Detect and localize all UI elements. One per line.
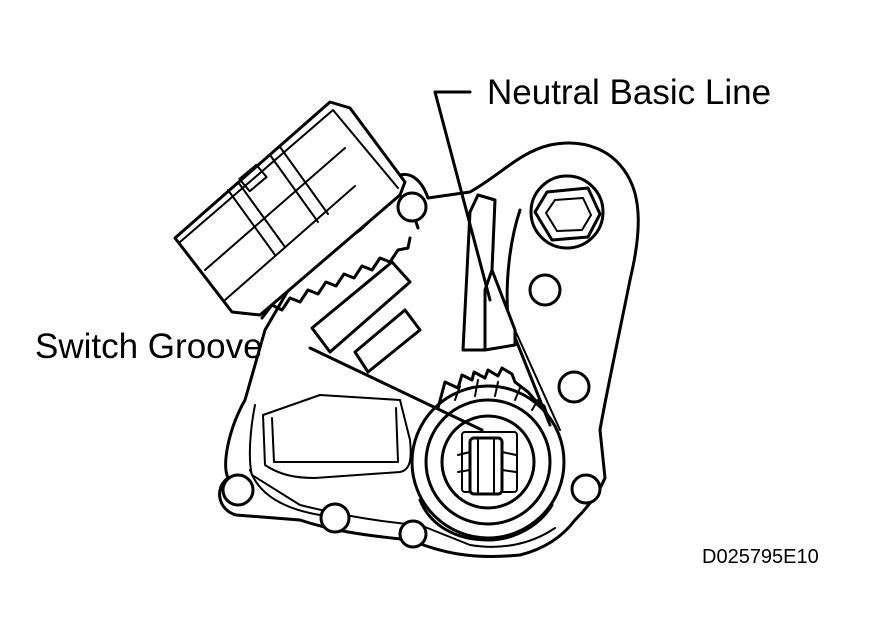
neutral-basic-line-label: Neutral Basic Line [487,73,771,112]
mount-hole [557,370,591,404]
body-window [262,394,412,479]
hex-bolt [529,174,605,250]
body-slot [353,308,422,374]
mount-hole [396,191,428,223]
mount-hole [221,473,255,507]
housing-inner-edge-2 [249,469,321,516]
connector [173,100,420,320]
neutral-basic-line-leader [433,90,492,302]
lever-arm-edge [514,329,561,431]
mount-hole [570,473,602,505]
body-slot [310,260,412,354]
switch-groove-leader [308,346,484,432]
mount-hole [398,519,428,549]
switch-housing [218,141,640,558]
shaft-rotor [410,366,566,542]
body-window-inner [271,407,399,463]
housing-inner-edge [248,404,556,548]
figure-code: D025795E10 [702,546,819,568]
mount-hole [528,273,562,307]
neutral-basic-line-mark [461,193,517,352]
switch-groove-label: Switch Groove [35,327,263,366]
mount-hole [319,502,351,534]
